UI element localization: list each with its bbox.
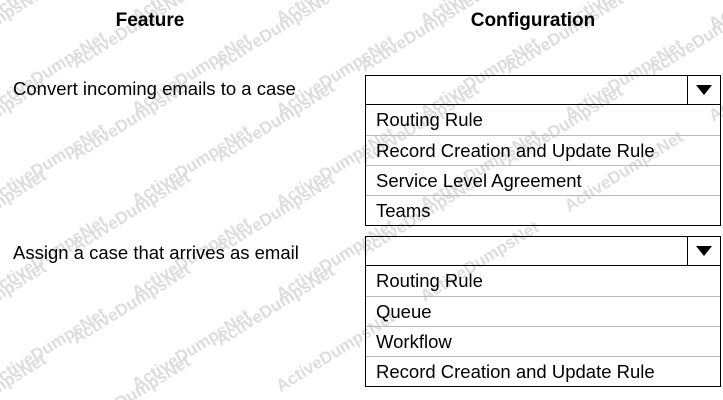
- chevron-down-icon[interactable]: [687, 237, 720, 265]
- feature-label-row-1: Convert incoming emails to a case: [13, 78, 296, 99]
- dropdown-option[interactable]: Record Creation and Update Rule: [366, 356, 720, 386]
- dropdown-option[interactable]: Routing Rule: [376, 270, 483, 291]
- configuration-dropdown-row-2[interactable]: Routing Rule Queue Workflow Record Creat…: [365, 236, 721, 387]
- column-header-feature: Feature: [115, 10, 185, 31]
- dropdown-control-row-1[interactable]: [365, 75, 721, 105]
- dropdown-option[interactable]: Service Level Agreement: [366, 165, 720, 195]
- dropdown-option[interactable]: Routing Rule: [376, 109, 483, 130]
- dropdown-options-list-row-1[interactable]: Routing Rule Record Creation and Update …: [365, 105, 721, 226]
- dropdown-control-row-2[interactable]: [365, 236, 721, 266]
- dropdown-selected-value-row-2[interactable]: [366, 237, 687, 265]
- dropdown-option[interactable]: Queue: [366, 296, 720, 326]
- dropdown-option[interactable]: Record Creation and Update Rule: [366, 135, 720, 165]
- dropdown-option[interactable]: Workflow: [366, 326, 720, 356]
- dropdown-options-list-row-2[interactable]: Routing Rule Queue Workflow Record Creat…: [365, 266, 721, 387]
- dropdown-option[interactable]: Teams: [366, 195, 720, 225]
- feature-label-row-2: Assign a case that arrives as email: [13, 242, 299, 263]
- configuration-dropdown-row-1[interactable]: Routing Rule Record Creation and Update …: [365, 75, 721, 226]
- dropdown-selected-value-row-1[interactable]: [366, 76, 687, 104]
- column-header-configuration: Configuration: [470, 10, 596, 31]
- chevron-down-icon[interactable]: [687, 76, 720, 104]
